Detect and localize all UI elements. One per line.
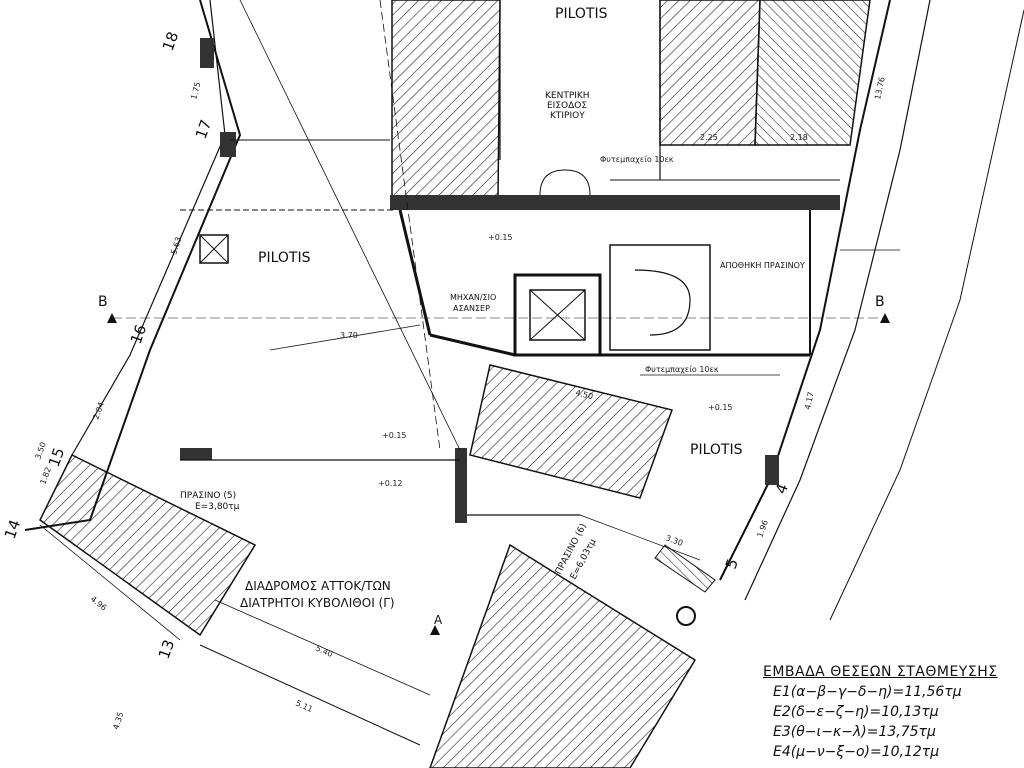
dim-225: 2.25 xyxy=(700,133,718,142)
vent-cross-2 xyxy=(199,234,229,264)
corridor-label-2: ΔΙΑΤΡΗΤΟΙ ΚΥΒΟΛΙΘΟΙ (Γ) xyxy=(240,596,395,610)
tree-symbol xyxy=(676,606,696,626)
marker-17: 17 xyxy=(192,117,215,141)
core-wall-bottom xyxy=(429,333,516,357)
corridor-label-1: ΔΙΑΔΡΟΜΟΣ ΑΤΤΟΚ/ΤΩΝ xyxy=(245,579,391,593)
section-b-left-label: B xyxy=(98,294,108,310)
stair-well xyxy=(609,244,711,351)
section-b-right-label: B xyxy=(875,294,885,310)
area-table-title: ΕΜΒΑΔΑ ΘΕΣΕΩΝ ΣΤΑΘΜΕΥΣΗΣ xyxy=(763,664,998,680)
dim-435: 4.35 xyxy=(111,711,125,731)
entrance-label-3: ΚΤΙΡΙΟΥ xyxy=(550,111,585,121)
area-row-e2: E2(δ−ε−ζ−η)=10,13τμ xyxy=(773,704,939,720)
pilotis-left-label: PILOTIS xyxy=(258,250,311,266)
section-a-label: A xyxy=(434,613,443,627)
dim-175: 1.75 xyxy=(189,81,202,101)
dim-204: 2.04 xyxy=(91,401,106,421)
parking-area-table: ΕΜΒΑΔΑ ΘΕΣΕΩΝ ΣΤΑΘΜΕΥΣΗΣ E1(α−β−γ−δ−η)=1… xyxy=(763,664,1024,768)
stair-spiral xyxy=(634,269,691,336)
column-2 xyxy=(180,448,212,460)
elevator-shaft xyxy=(513,273,602,357)
marker-13: 13 xyxy=(155,637,178,661)
area-row-e1: E1(α−β−γ−δ−η)=11,56τμ xyxy=(773,684,962,700)
level-label-3: +0.12 xyxy=(378,479,403,488)
dim-417: 4.17 xyxy=(803,391,816,410)
entrance-label-2: ΕΙΣΟΔΟΣ xyxy=(547,101,587,111)
section-marker-a xyxy=(430,625,440,635)
plot-boundary-far-right xyxy=(829,9,1024,621)
dim-330: 3.30 xyxy=(664,533,684,548)
parking-spot-e2 xyxy=(659,0,761,146)
dim-350: 3.50 xyxy=(33,441,48,461)
entrance-label-1: ΚΕΝΤΡΙΚΗ xyxy=(545,91,590,101)
vent-box xyxy=(199,234,229,264)
parking-spot-e5 xyxy=(429,543,697,768)
marker-14: 14 xyxy=(1,517,24,541)
parking-spot-e3 xyxy=(469,364,673,499)
dim-496: 4.96 xyxy=(89,594,109,612)
dim-511: 5.11 xyxy=(294,699,314,714)
parking-spot-e4 xyxy=(39,453,257,637)
elevator-cross-2 xyxy=(529,289,586,341)
level-label-2: +0.15 xyxy=(382,431,407,440)
elevator-room-label-2: ΑΣΑΝΣΕΡ xyxy=(453,304,490,313)
column-4 xyxy=(200,38,214,68)
plot-boundary-left-inner xyxy=(71,0,226,456)
level-label-1: +0.15 xyxy=(488,233,513,242)
entrance-door-swing xyxy=(539,169,591,196)
dim-line-370 xyxy=(269,324,421,351)
dim-196: 1.96 xyxy=(755,519,770,539)
dim-218: 2.18 xyxy=(790,133,808,142)
parking-spot-e2b xyxy=(754,0,871,146)
green-left-label-1: ΠΡΑΣΙΝΟ (5) xyxy=(180,491,236,501)
storage-label: ΑΠΟΘΗΚΗ ΠΡΑΣΙΝΟΥ xyxy=(720,261,805,270)
diagonal-2 xyxy=(379,0,441,451)
dim-line-540 xyxy=(214,599,431,696)
marker-18: 18 xyxy=(159,29,182,53)
plot-boundary-right xyxy=(719,0,891,581)
pilotis-top-label: PILOTIS xyxy=(555,6,608,22)
column-3 xyxy=(220,132,236,157)
building-core xyxy=(390,195,840,210)
dim-line-496 xyxy=(39,524,181,641)
plot-boundary-left xyxy=(24,0,242,531)
elevator-cabin xyxy=(529,289,586,341)
column-5 xyxy=(765,455,779,485)
dim-563: 5.63 xyxy=(169,236,183,256)
dim-line-511 xyxy=(199,644,421,746)
marker-15: 15 xyxy=(45,445,68,469)
parking-spot-e1 xyxy=(391,0,501,201)
elevator-room-label-1: ΜΗΧΑΝ/ΣΙΟ xyxy=(450,293,496,302)
diagonal-1 xyxy=(239,0,461,451)
slab-upper-label: Φυτεμπαχείο 10εκ xyxy=(600,155,674,164)
plot-boundary-right-outer xyxy=(744,0,931,601)
dim-370: 3.70 xyxy=(340,331,358,340)
dim-540: 5.40 xyxy=(314,644,334,659)
level-label-4: +0.15 xyxy=(708,403,733,412)
pilotis-right-label: PILOTIS xyxy=(690,442,743,458)
dim-line-330 xyxy=(579,514,701,561)
area-row-e3: E3(θ−ι−κ−λ)=13,75τμ xyxy=(773,724,936,740)
column-1 xyxy=(455,448,467,523)
marker-16: 16 xyxy=(127,322,150,346)
green-left-label-2: Ε=3,80τμ xyxy=(195,502,240,512)
slab-right-label: Φυτεμπαχείο 10εκ xyxy=(645,365,719,374)
dim-450: 4.50 xyxy=(575,388,594,401)
dim-182: 1.82 xyxy=(38,466,53,486)
core-wall-left xyxy=(398,209,432,336)
marker-4: 4 xyxy=(772,481,792,496)
planter-strip xyxy=(654,544,716,593)
area-row-e4: E4(μ−ν−ξ−ο)=10,12τμ xyxy=(773,744,940,760)
dim-1376: 13.76 xyxy=(873,76,887,100)
